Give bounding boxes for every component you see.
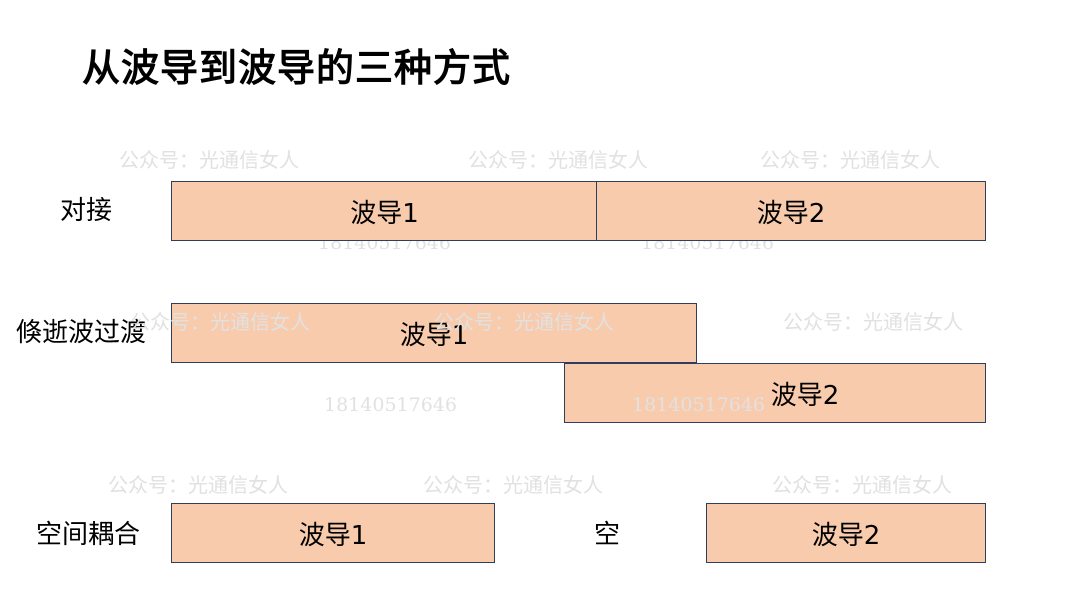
row-label-butt-coupling: 对接 — [60, 196, 113, 226]
waveguide-label: 波导2 — [756, 198, 826, 229]
waveguide-label: 波导1 — [350, 198, 419, 229]
row1-waveguide-1: 波导1 — [171, 181, 598, 241]
watermark-text: 公众号：光通信女人 — [119, 148, 299, 172]
page-title: 从波导到波导的三种方式 — [82, 46, 512, 90]
row3-waveguide-1: 波导1 — [171, 503, 495, 563]
waveguide-label: 波导1 — [298, 520, 368, 551]
row-label-evanescent-transition: 倏逝波过渡 — [16, 318, 147, 348]
watermark-text: 公众号：光通信女人 — [783, 310, 963, 334]
row3-waveguide-2: 波导2 — [706, 503, 986, 563]
waveguide-label: 波导2 — [811, 520, 881, 551]
watermark-text: 公众号：光通信女人 — [760, 148, 940, 172]
row-label-free-space-coupling: 空间耦合 — [36, 520, 141, 550]
row2-waveguide-2: 波导2 — [564, 363, 986, 423]
waveguide-label: 波导2 — [770, 380, 840, 411]
watermark-number: 18140517646 — [324, 394, 457, 416]
row1-waveguide-2: 波导2 — [596, 181, 986, 241]
gap-label: 空 — [594, 520, 621, 550]
watermark-text: 公众号：光通信女人 — [423, 473, 603, 497]
watermark-text: 公众号：光通信女人 — [108, 473, 288, 497]
waveguide-label: 波导1 — [399, 320, 469, 351]
watermark-text: 公众号：光通信女人 — [468, 148, 648, 172]
row2-waveguide-1: 波导1 — [171, 303, 697, 363]
watermark-text: 公众号：光通信女人 — [772, 473, 952, 497]
